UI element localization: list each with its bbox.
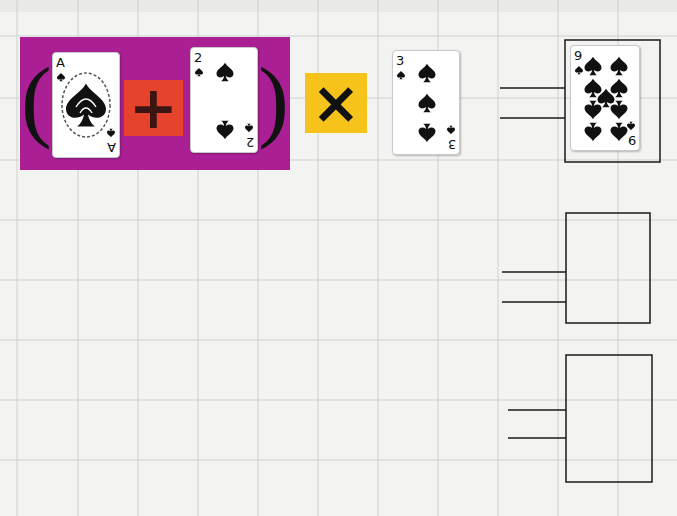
spade-pip bbox=[57, 73, 65, 82]
two-card: 22 bbox=[190, 47, 258, 153]
leader-line bbox=[500, 87, 565, 89]
leader-line bbox=[502, 271, 566, 273]
spade-pip bbox=[627, 122, 635, 131]
leader-line bbox=[508, 409, 566, 411]
three-card: 33 bbox=[392, 50, 460, 155]
bracket-sign: ) bbox=[258, 53, 289, 145]
spade-pip bbox=[585, 101, 602, 119]
spade-pip bbox=[611, 57, 628, 75]
card-rank: 3 bbox=[396, 54, 404, 67]
ornament-ring bbox=[62, 73, 110, 137]
card-rank: 2 bbox=[194, 51, 202, 64]
spade-pip bbox=[419, 94, 436, 112]
spade-pip bbox=[397, 71, 405, 80]
answer-box bbox=[566, 355, 652, 482]
spade-pip bbox=[66, 83, 106, 126]
spade-pip bbox=[585, 57, 602, 75]
spade-pip bbox=[195, 68, 203, 77]
spade-pip bbox=[575, 66, 583, 75]
answer-box bbox=[566, 213, 650, 323]
spade-pip bbox=[107, 129, 115, 138]
card-rank: A bbox=[107, 141, 116, 154]
card-rank: 2 bbox=[246, 136, 254, 149]
plus-tile: + bbox=[124, 80, 183, 136]
ornament-scroll bbox=[76, 99, 96, 113]
times-tile: × bbox=[305, 73, 367, 133]
answer-box bbox=[565, 40, 660, 162]
leader-line bbox=[508, 437, 566, 439]
nine-card: 99 bbox=[570, 45, 640, 151]
spade-pip bbox=[611, 79, 628, 97]
spade-pip bbox=[447, 126, 455, 135]
leader-line bbox=[500, 117, 565, 119]
card-rank: 9 bbox=[628, 134, 636, 147]
spade-pip bbox=[419, 64, 436, 82]
ace-ornament bbox=[62, 73, 110, 137]
spade-pip bbox=[585, 79, 602, 97]
answer-boxes bbox=[500, 40, 660, 482]
operator-sign: × bbox=[312, 74, 361, 132]
bracket-band: ()AA+22 bbox=[20, 37, 290, 170]
spade-pip bbox=[217, 121, 234, 139]
spade-pip bbox=[611, 123, 628, 141]
leader-line bbox=[502, 301, 566, 303]
paper-edge bbox=[0, 0, 677, 12]
operator-sign: + bbox=[129, 79, 178, 137]
spade-pip bbox=[245, 124, 253, 133]
spade-pip bbox=[217, 63, 234, 81]
ace-card: AA bbox=[52, 52, 120, 158]
card-rank: 9 bbox=[574, 49, 582, 62]
spade-pip bbox=[598, 89, 615, 107]
spade-pip bbox=[585, 123, 602, 141]
spade-pip bbox=[419, 124, 436, 142]
card-rank: A bbox=[56, 56, 65, 69]
card-rank: 3 bbox=[448, 138, 456, 151]
spade-pip bbox=[611, 101, 628, 119]
bracket-sign: ( bbox=[21, 53, 52, 145]
